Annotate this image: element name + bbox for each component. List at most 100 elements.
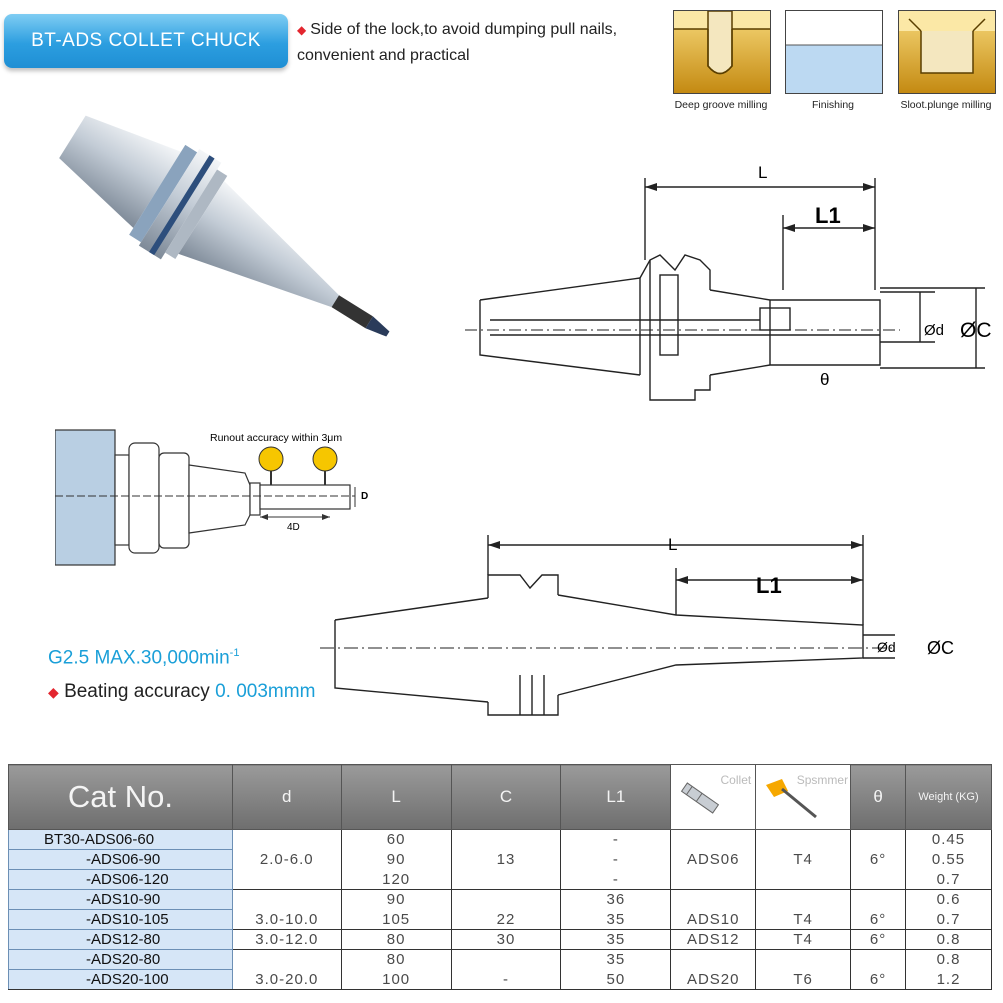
cell-d [231, 829, 342, 850]
top-dimension-C: ØC [960, 319, 992, 342]
cell-collet [670, 889, 757, 910]
cell-spanner: T4 [755, 909, 852, 930]
cell-L1: - [560, 829, 672, 850]
table-row: -ADS20-80 80 35 0.8 [8, 949, 992, 970]
cell-spanner: T4 [755, 929, 852, 950]
top-dimension-d: Ød [924, 322, 944, 339]
table-header-row: Cat No. d L C L1 Collet Spsmmer θ Weight… [8, 764, 992, 830]
cell-theta: 6° [850, 929, 907, 950]
cell-collet: ADS20 [670, 969, 757, 990]
cell-theta: 6° [850, 969, 907, 990]
cell-collet [670, 869, 757, 890]
cell-L: 90 [340, 849, 452, 870]
cell-d [231, 949, 342, 970]
tile-caption-deep-groove: Deep groove milling [674, 99, 768, 111]
finishing-tile [785, 10, 883, 94]
cell-cat: -ADS06-90 [8, 849, 233, 870]
cell-weight: 0.55 [905, 849, 992, 870]
cell-weight: 0.6 [905, 889, 992, 910]
cell-cat: -ADS10-105 [8, 909, 233, 930]
cell-cat: -ADS06-120 [8, 869, 233, 890]
balance-spec-text: G2.5 MAX.30,000min [48, 647, 230, 669]
cell-weight: 0.8 [905, 949, 992, 970]
cell-spanner [755, 829, 852, 850]
cell-C: 13 [450, 849, 562, 870]
cell-d [231, 889, 342, 910]
feature-line-2: convenient and practical [297, 47, 470, 64]
cell-collet [670, 949, 757, 970]
cell-d [231, 869, 342, 890]
collet-header-label: Collet [720, 773, 752, 787]
bottom-dimension-L: L [668, 535, 677, 554]
cell-weight: 0.7 [905, 909, 992, 930]
diamond-bullet-icon: ◆ [48, 684, 59, 700]
spec-table: Cat No. d L C L1 Collet Spsmmer θ Weight… [8, 764, 992, 990]
cell-cat: -ADS10-90 [8, 889, 233, 910]
cell-cat: -ADS12-80 [8, 929, 233, 950]
cell-C [450, 889, 562, 910]
cell-L1: 50 [560, 969, 672, 990]
cell-C: - [450, 969, 562, 990]
header-collet: Collet [670, 764, 757, 830]
spanner-icon [766, 779, 818, 819]
cell-L1: 35 [560, 949, 672, 970]
cell-theta [850, 889, 907, 910]
cell-L: 120 [340, 869, 452, 890]
cell-collet: ADS06 [670, 849, 757, 870]
cell-collet: ADS12 [670, 929, 757, 950]
cell-weight: 1.2 [905, 969, 992, 990]
tile-caption-finishing: Finishing [811, 99, 855, 111]
runout-caption: Runout accuracy within 3μm [210, 432, 342, 444]
cell-L: 60 [340, 829, 452, 850]
cell-spanner: T4 [755, 849, 852, 870]
cell-theta [850, 949, 907, 970]
bottom-dimension-L1: L1 [756, 573, 782, 598]
cell-C [450, 829, 562, 850]
cell-cat: BT30-ADS06-60 [8, 829, 233, 850]
deep-groove-milling-tile [673, 10, 771, 94]
cell-spanner [755, 949, 852, 970]
top-dimension-L1: L1 [815, 203, 841, 228]
cell-theta [850, 829, 907, 850]
cell-weight: 0.7 [905, 869, 992, 890]
top-technical-drawing: L L1 Ød ØC θ [465, 163, 992, 401]
header-cat-no: Cat No. [8, 764, 233, 830]
cell-weight: 0.45 [905, 829, 992, 850]
header-L1: L1 [560, 764, 672, 830]
cell-L: 90 [340, 889, 452, 910]
collet-chuck-photo [59, 115, 390, 337]
tile-caption-slot-plunge: Sloot.plunge milling [900, 99, 992, 111]
cell-theta: 6° [850, 849, 907, 870]
beating-accuracy-label: Beating accuracy [64, 681, 210, 702]
cell-d: 3.0-20.0 [231, 969, 342, 990]
cell-L1: - [560, 849, 672, 870]
feature-text: ◆Side of the lock,to avoid dumping pull … [297, 17, 677, 69]
cell-theta: 6° [850, 909, 907, 930]
cell-d: 3.0-12.0 [231, 929, 342, 950]
header-spanner: Spsmmer [755, 764, 852, 830]
bottom-dimension-d: Ød [877, 639, 896, 655]
collet-icon [681, 782, 720, 814]
top-dimension-theta: θ [820, 370, 829, 389]
header-d: d [231, 764, 342, 830]
feature-line-1: Side of the lock,to avoid dumping pull n… [310, 21, 618, 38]
cell-spanner: T6 [755, 969, 852, 990]
bottom-dimension-C: ØC [927, 638, 954, 658]
cell-weight: 0.8 [905, 929, 992, 950]
top-dimension-L: L [758, 163, 767, 182]
spanner-header-label: Spsmmer [796, 773, 849, 787]
runout-length-label: 4D [287, 522, 300, 533]
title-banner: BT-ADS COLLET CHUCK [4, 14, 288, 68]
cell-L: 80 [340, 949, 452, 970]
header-C: C [450, 764, 562, 830]
cell-d: 3.0-10.0 [231, 909, 342, 930]
cell-C [450, 869, 562, 890]
cell-C [450, 949, 562, 970]
diamond-bullet-icon: ◆ [297, 23, 307, 37]
cell-cat: -ADS20-80 [8, 949, 233, 970]
cell-cat: -ADS20-100 [8, 969, 233, 990]
